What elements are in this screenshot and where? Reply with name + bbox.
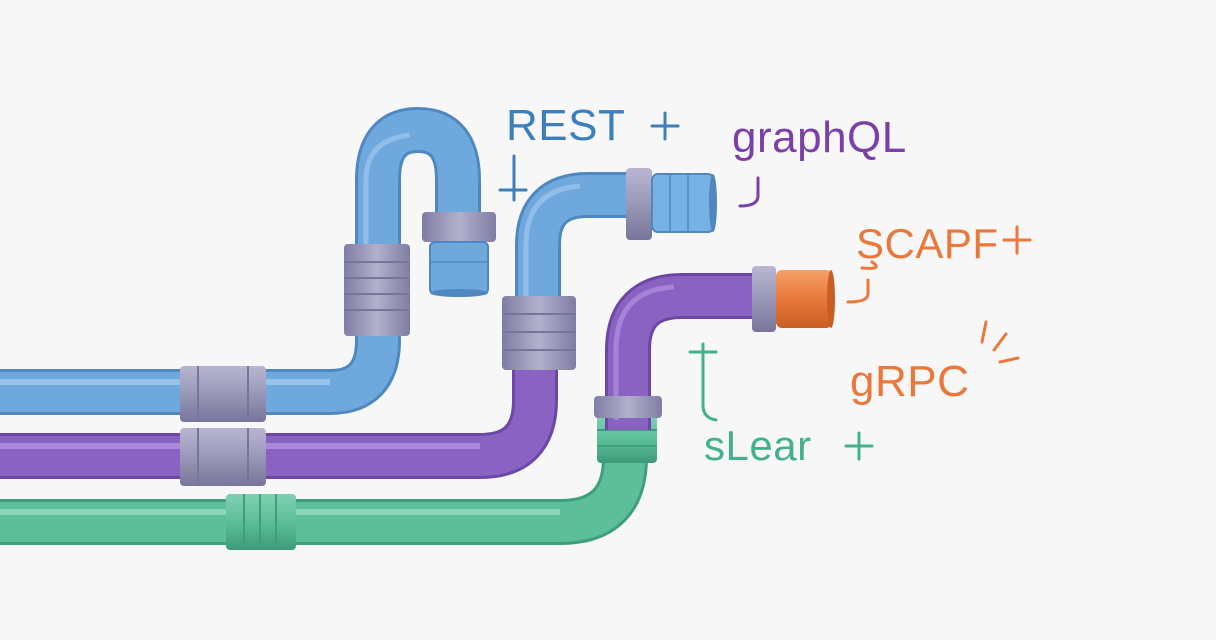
blue-outlet: [422, 212, 496, 297]
bracket-icon: [498, 154, 528, 202]
bracket-icon: [846, 260, 878, 304]
purple-coupling: [180, 428, 266, 486]
graphql-label: graphQL: [732, 113, 907, 162]
grpc-label: gRPC: [850, 357, 969, 406]
purple-elbow-pipe: [594, 266, 835, 430]
slear-label: sLear: [704, 422, 812, 469]
scapf-label: SCAPF: [856, 220, 999, 267]
blue-vertical-coupling: [344, 244, 410, 336]
bracket-icon: [688, 342, 718, 422]
purple-pipe: [0, 330, 558, 486]
teal-coupling: [226, 494, 296, 550]
plus-icon: [650, 111, 680, 141]
teal-pipe: [0, 415, 657, 550]
plus-icon: [1002, 225, 1032, 255]
purple-top-coupling: [594, 396, 662, 418]
spark-icon: [980, 320, 1020, 364]
blue-coupling: [180, 366, 266, 422]
graphql-nozzle: [626, 168, 717, 240]
plus-icon: [844, 431, 874, 461]
purple-vertical-coupling: [502, 296, 576, 370]
blue-elbow-pipe: [502, 168, 717, 370]
orange-nozzle: [752, 266, 835, 332]
rest-label: REST: [506, 101, 625, 150]
bracket-icon: [738, 176, 760, 208]
blue-pipe: [0, 106, 496, 422]
